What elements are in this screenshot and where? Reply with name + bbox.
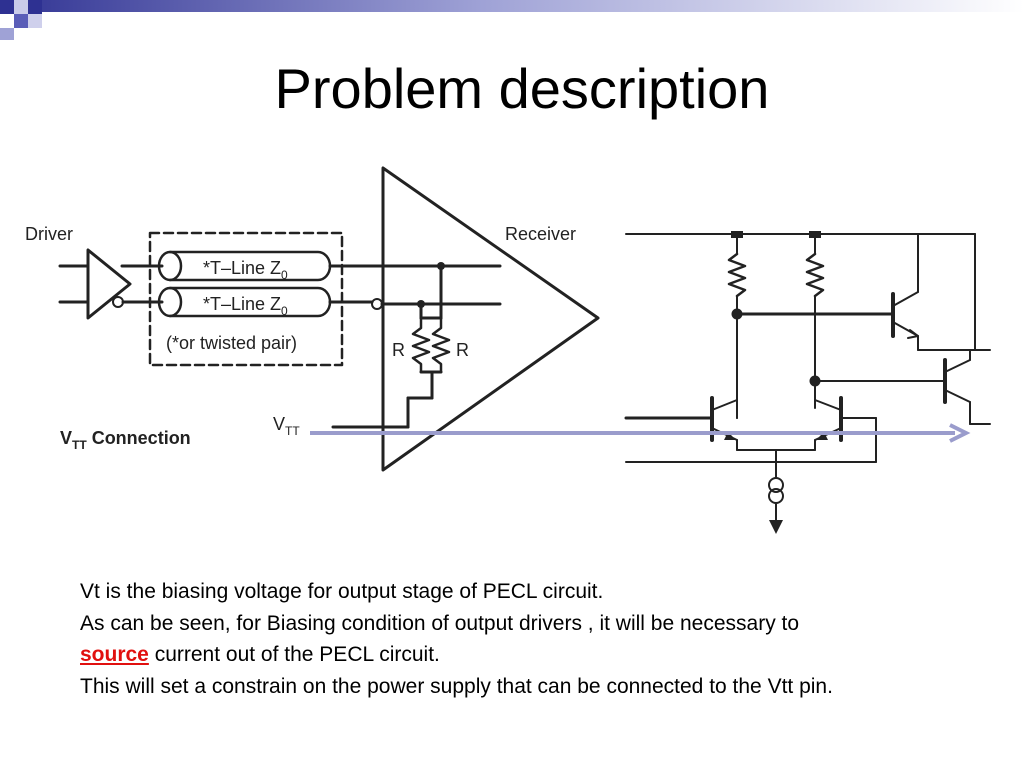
driver-label: Driver xyxy=(25,224,73,244)
vtt-label: VTT xyxy=(273,414,300,438)
vtt-connection-label: VTT Connection xyxy=(60,428,191,452)
header-square xyxy=(14,14,28,28)
junction-dot xyxy=(417,300,425,308)
pecl-circuit-diagram: Driver Receiver *T–Line Z0 *T–Line Z0 (*… xyxy=(25,166,991,534)
junction-dot xyxy=(809,231,821,238)
pecl-output-stage xyxy=(624,233,991,529)
header-square xyxy=(28,0,42,14)
junction-dot xyxy=(731,308,743,320)
header-decoration xyxy=(0,0,1024,40)
receiver-amplifier xyxy=(381,166,600,472)
header-square xyxy=(28,14,42,28)
transmission-line-box xyxy=(148,231,344,367)
receiver-label: Receiver xyxy=(505,224,576,244)
current-arrow-icon xyxy=(769,520,783,534)
text-line-3: source current out of the PECL circuit. xyxy=(80,639,980,671)
header-square xyxy=(0,0,14,14)
resistor-label-right: R xyxy=(456,340,469,360)
text-line-4: This will set a constrain on the power s… xyxy=(80,674,833,698)
source-emphasis: source xyxy=(80,643,149,666)
resistor-label-left: R xyxy=(392,340,405,360)
junction-dot xyxy=(437,262,445,270)
header-square xyxy=(0,28,14,40)
junction-dot xyxy=(731,231,743,238)
header-square xyxy=(14,0,28,14)
text-line-3-rest: current out of the PECL circuit. xyxy=(148,643,440,666)
twisted-pair-note: (*or twisted pair) xyxy=(166,333,297,353)
driver-buffer xyxy=(58,248,164,320)
body-text: Vt is the biasing voltage for output sta… xyxy=(80,576,980,702)
tline-label-2: *T–Line Z0 xyxy=(203,294,288,318)
vtt-arrow-head-icon xyxy=(949,423,971,443)
text-line-1: Vt is the biasing voltage for output sta… xyxy=(80,580,604,603)
tline-label-1: *T–Line Z0 xyxy=(203,258,288,282)
termination-resistors xyxy=(406,264,451,429)
text-line-2: As can be seen, for Biasing condition of… xyxy=(80,611,800,635)
slide-title: Problem description xyxy=(274,57,770,120)
header-gradient-bar xyxy=(40,0,1024,12)
junction-dot xyxy=(809,375,821,387)
transmission-line-1 xyxy=(157,250,502,282)
